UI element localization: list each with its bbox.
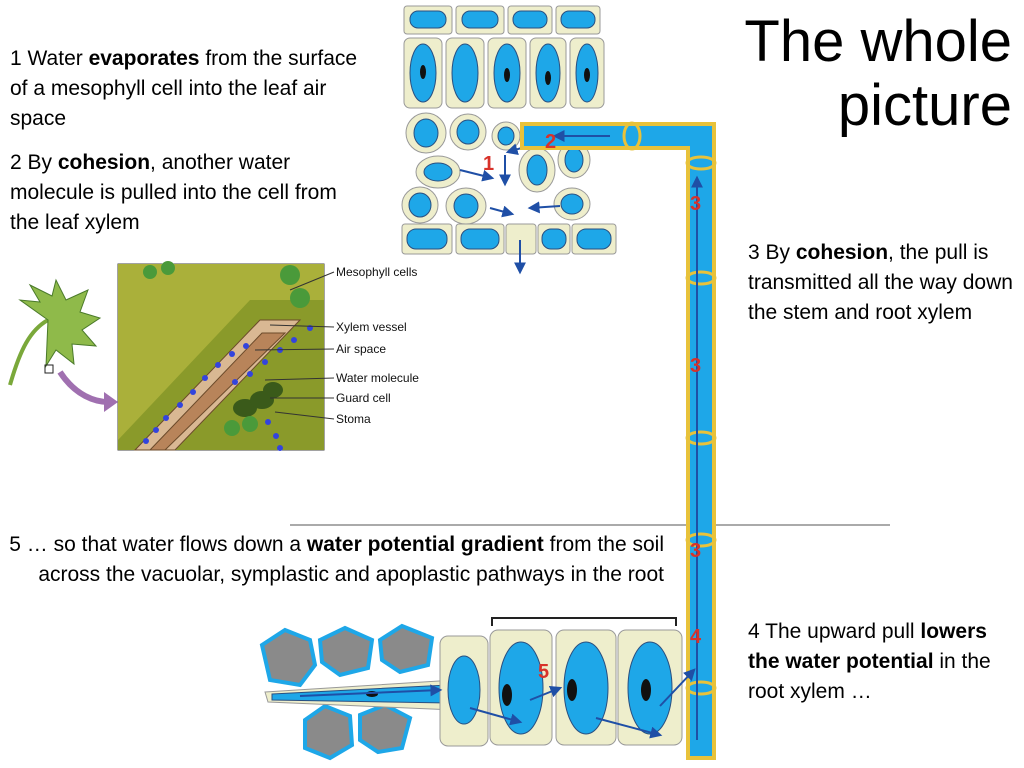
soil-particles <box>259 623 435 761</box>
statement-4: 4 The upward pull lowers the water poten… <box>748 617 1008 707</box>
statement-2: 2 By cohesion, another water molecule is… <box>10 148 370 238</box>
statement-2-pre: 2 By <box>10 151 58 174</box>
step-marker-2: 2 <box>545 131 556 153</box>
cortex-cells <box>439 629 683 747</box>
step-markers: 1 2 3 3 3 4 5 <box>483 131 702 683</box>
statement-3-bold: cohesion <box>795 241 889 264</box>
slide-title: The whole picture <box>744 9 1012 138</box>
statement-4-pre: 4 The upward pull <box>748 620 921 643</box>
statement-2-bold: cohesion <box>57 151 151 174</box>
label-air-space: Air space <box>336 342 386 356</box>
statement-1-post: from the surface of a mesophyll cell int… <box>10 47 358 130</box>
leaf-closeup: Mesophyll cells Xylem vessel Air space W… <box>117 261 419 451</box>
palisade-cells <box>403 37 605 109</box>
statement-3-post: , the pull is transmitted all the way do… <box>748 241 1013 324</box>
statement-2-post: , another water molecule is pulled into … <box>10 151 337 234</box>
statement-5: 5 … so that water flows down a water pot… <box>8 530 664 590</box>
spongy-mesophyll-cells <box>401 112 591 225</box>
root-section <box>259 617 696 761</box>
label-xylem-vessel: Xylem vessel <box>336 320 407 334</box>
label-guard-cell: Guard cell <box>336 391 391 405</box>
statement-1-pre: 1 Water <box>10 47 89 70</box>
statement-1: 1 Water evaporates from the surface of a… <box>10 44 370 134</box>
statement-3-pre: 3 By <box>748 241 796 264</box>
root-flow-arrows <box>299 668 696 739</box>
statement-4-post: in the root xylem … <box>748 650 991 703</box>
label-stoma: Stoma <box>336 412 371 426</box>
leaf-icon <box>8 278 118 412</box>
step-marker-3a: 3 <box>690 193 701 215</box>
label-water-molecule: Water molecule <box>336 371 419 385</box>
leaf-cross-section <box>401 5 617 275</box>
step-marker-4: 4 <box>690 626 702 648</box>
xylem-vessel <box>520 121 717 760</box>
cortex-bracket <box>491 617 677 626</box>
label-mesophyll-cells: Mesophyll cells <box>336 265 417 279</box>
step-marker-3c: 3 <box>690 540 701 562</box>
statement-1-bold: evaporates <box>88 47 200 70</box>
statement-5-bold: water potential gradient <box>306 533 544 556</box>
upper-epidermis <box>403 5 601 35</box>
step-marker-3b: 3 <box>690 355 701 377</box>
step-marker-1: 1 <box>483 153 494 175</box>
statement-5-post: from the soil across the vacuolar, sympl… <box>38 533 664 586</box>
leaf-labels: Mesophyll cells Xylem vessel Air space W… <box>336 265 419 426</box>
statement-4-bold: lowers the water potential <box>748 620 987 673</box>
statement-3: 3 By cohesion, the pull is transmitted a… <box>748 238 1018 328</box>
lower-epidermis <box>401 223 617 255</box>
statement-5-pre: 5 … so that water flows down a <box>9 533 307 556</box>
step-marker-5: 5 <box>538 661 549 683</box>
